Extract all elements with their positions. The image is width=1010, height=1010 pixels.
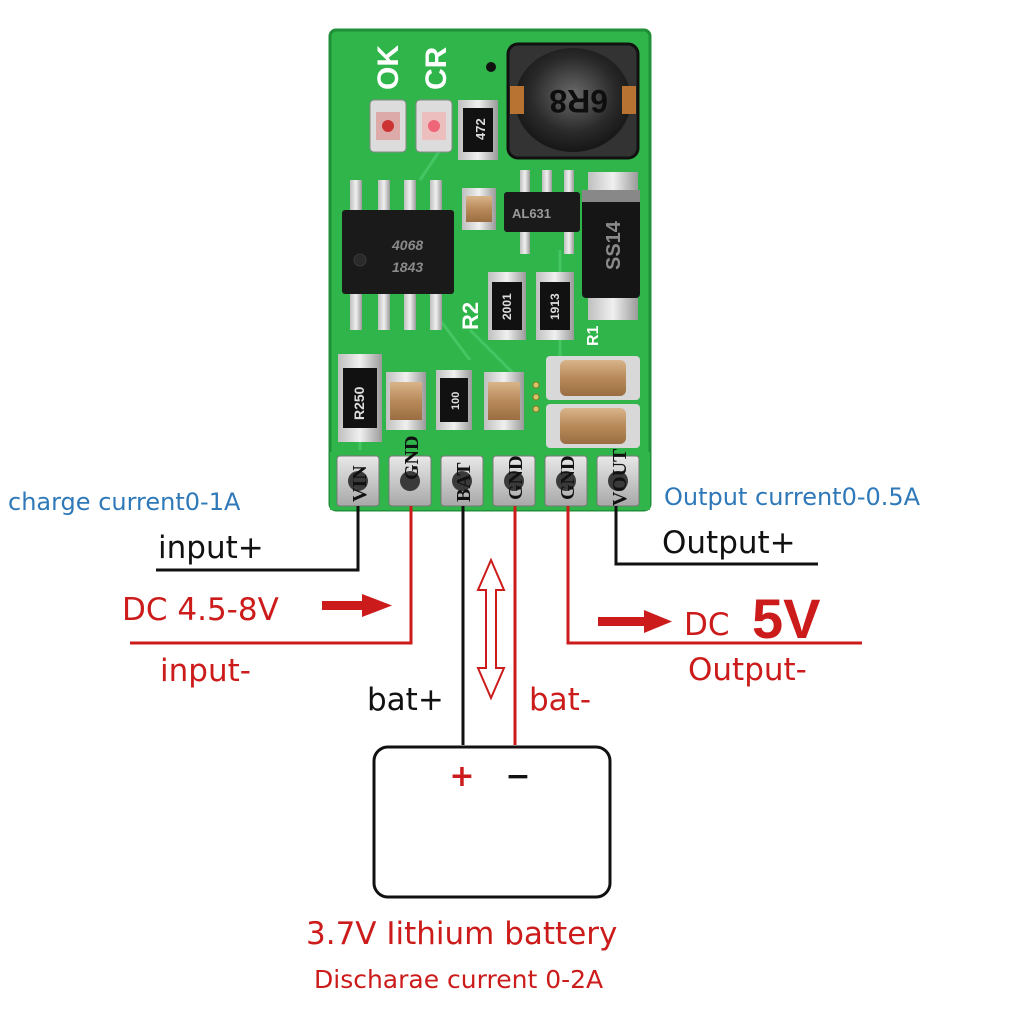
battery-minus-sign: − <box>505 759 530 794</box>
capacitor-output-2 <box>546 404 640 448</box>
svg-text:R250: R250 <box>351 386 367 420</box>
svg-text:1913: 1913 <box>548 293 562 320</box>
discharge-current-label: Discharae current 0-2A <box>314 965 603 994</box>
dc-out-value: 5V <box>752 587 821 650</box>
led-cr-label: CR <box>420 46 453 90</box>
led-ok-label: OK <box>372 45 405 90</box>
svg-text:SS14: SS14 <box>603 220 625 270</box>
capacitor-top <box>462 188 496 230</box>
inductor-code: 6R8 <box>549 83 608 119</box>
pcb-vias <box>532 381 540 413</box>
dc-in-label: DC 4.5-8V <box>122 592 279 628</box>
output-plus-label: Output+ <box>662 525 796 561</box>
pin-gnd-2: GND <box>505 456 527 500</box>
svg-text:2001: 2001 <box>500 293 514 320</box>
output-current-label: Output current0-0.5A <box>664 483 921 511</box>
input-plus-label: input+ <box>158 530 264 566</box>
pin-header <box>330 452 650 510</box>
ref-r1: R1 <box>585 325 602 346</box>
led-cr <box>415 99 453 153</box>
pin-gnd-1: GND <box>401 436 423 480</box>
ref-r2: R2 <box>458 302 483 330</box>
arrow-bidirectional <box>476 557 506 701</box>
battery-name-label: 3.7V Iithium battery <box>306 916 617 952</box>
pin-vout: VOUT <box>609 448 631 506</box>
capacitor-left <box>386 372 426 430</box>
ic-boost: AL631 <box>504 170 580 254</box>
pin-vin: VIN <box>349 465 371 502</box>
svg-text:100: 100 <box>450 392 462 410</box>
capacitor-output-1 <box>546 356 640 400</box>
resistor-472: 472 <box>458 100 498 160</box>
output-minus-label: Output- <box>688 652 807 688</box>
resistor-1913: 1913 <box>536 272 574 340</box>
resistor-2001: 2001 <box>488 272 526 340</box>
wire-vout <box>614 506 818 566</box>
pin-bat: BAT <box>453 462 475 502</box>
dc-out-prefix: DC <box>684 607 730 643</box>
wires <box>130 506 862 745</box>
battery-box <box>372 745 612 899</box>
resistor-100: 100 <box>436 370 472 430</box>
wire-gnd-out <box>566 506 862 645</box>
capacitor-middle <box>484 372 524 430</box>
ic-charger: 4068 1843 <box>342 180 454 330</box>
bat-minus-label: bat- <box>529 682 591 718</box>
battery-plus-sign: + <box>449 759 474 794</box>
arrow-dc-in <box>322 594 392 617</box>
svg-text:4068: 4068 <box>391 237 423 253</box>
resistor-r250: R250 <box>338 354 382 442</box>
input-minus-label: input- <box>160 653 251 689</box>
pin-gnd-3: GND <box>557 456 579 500</box>
inductor-6r8: 6R8 <box>506 42 640 160</box>
wire-gnd-in <box>130 506 413 645</box>
arrow-dc-out <box>598 610 672 633</box>
diode-ss14: SS14 <box>582 172 640 320</box>
svg-text:1843: 1843 <box>392 259 423 275</box>
wire-vin <box>156 506 360 572</box>
pcb-module: OK CR 472 6R8 <box>328 28 652 512</box>
led-ok <box>369 99 407 153</box>
svg-text:AL631: AL631 <box>512 206 551 221</box>
pcb-dot <box>486 62 496 72</box>
bat-plus-label: bat+ <box>367 682 444 718</box>
svg-text:472: 472 <box>473 118 488 140</box>
charge-current-label: charge current0-1A <box>8 488 241 516</box>
